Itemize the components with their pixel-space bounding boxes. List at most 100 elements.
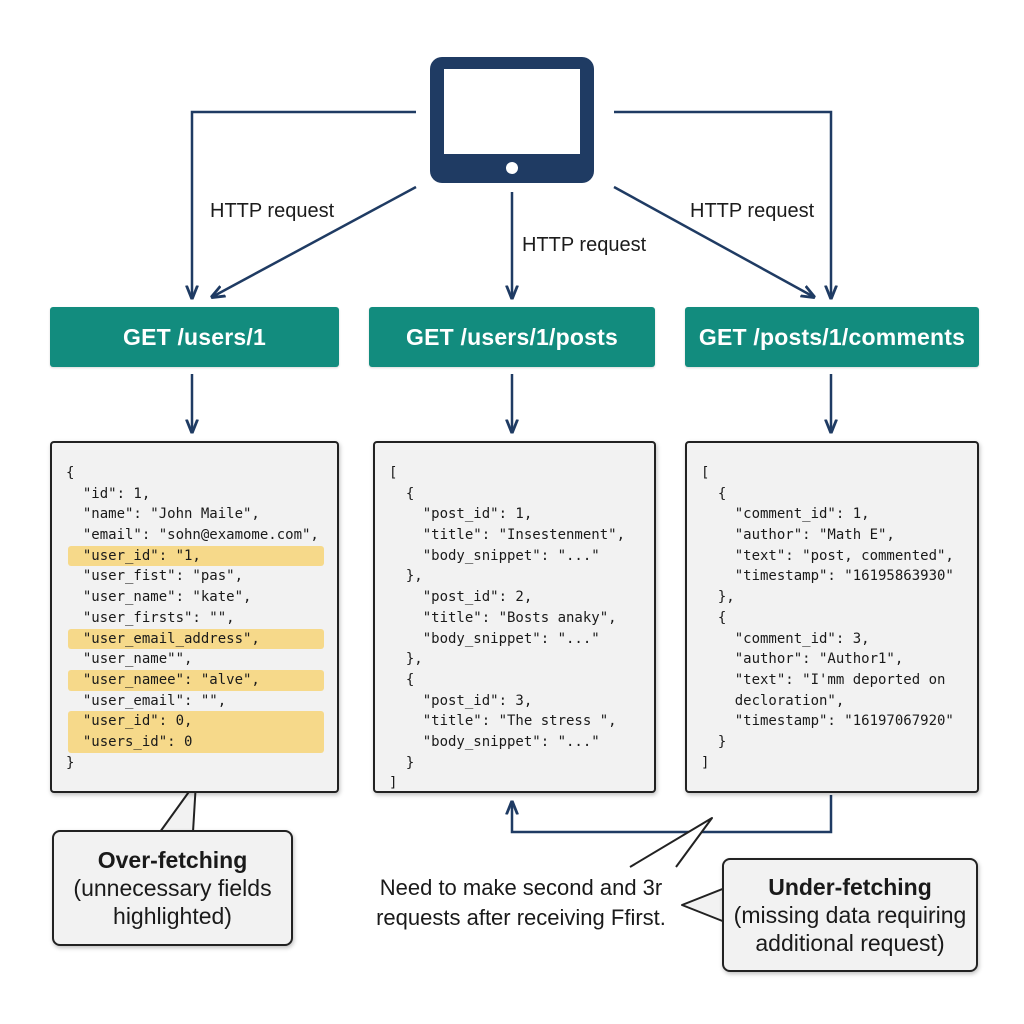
code-line-highlighted: "user_id": "1, (66, 545, 329, 567)
over-fetching-callout: Over-fetching (unnecessary fields highli… (52, 830, 293, 946)
code-line: }, (701, 587, 969, 608)
code-line-text: "comment_id": 1, (701, 506, 870, 523)
code-line: ] (389, 773, 646, 794)
code-line: "body_snippet": "..." (389, 732, 646, 753)
code-line-text: "body_snippet": "..." (389, 733, 600, 750)
code-line-text: "title": "Insestenment", (389, 527, 626, 544)
code-line: } (701, 732, 969, 753)
code-line: } (389, 753, 646, 774)
code-line: "post_id": 1, (389, 504, 646, 525)
under-fetching-title: Under-fetching (768, 874, 932, 900)
code-line-text: "body_snippet": "..." (389, 630, 600, 647)
code-line: "comment_id": 1, (701, 504, 969, 525)
code-line-text: "user_email": "", (66, 692, 227, 709)
code-line-highlighted: "users_id": 0 (66, 731, 329, 753)
code-line-text: "user_name": "kate", (66, 589, 252, 606)
code-line: "comment_id": 3, (701, 629, 969, 650)
code-line-text: decloration", (701, 692, 845, 709)
over-fetching-title: Over-fetching (97, 847, 248, 873)
code-line: { (701, 484, 969, 505)
endpoint-post-comments[interactable]: GET /posts/1/comments (685, 307, 979, 367)
code-line: "user_fist": "pas", (66, 566, 329, 587)
code-line: "email": "sohn@examome.com", (66, 525, 329, 546)
comments-json-body: [ { "comment_id": 1, "author": "Math E",… (701, 463, 969, 773)
posts-json-body: [ { "post_id": 1, "title": "Insestenment… (389, 463, 646, 794)
arrow-left-outer (192, 110, 416, 298)
code-line-text: "timestamp": "16195863930" (701, 568, 954, 585)
note-tail (629, 817, 713, 868)
code-line-text: "post_id": 3, (389, 692, 533, 709)
code-line: "user_email": "", (66, 691, 329, 712)
under-fetching-tail (681, 887, 726, 923)
code-line-highlighted: "user_email_address", (66, 628, 329, 650)
code-line-text: } (701, 733, 727, 750)
code-line-text: "title": "Bosts anaky", (389, 609, 617, 626)
under-fetching-desc-1: (missing data requiring (733, 902, 967, 928)
note-line-1: Need to make second and 3r (379, 875, 663, 900)
http-request-label-center: HTTP request (522, 234, 647, 256)
code-line-text: "email": "sohn@examome.com", (66, 527, 319, 544)
code-line-text: "post_id": 2, (389, 589, 533, 606)
code-line-text: [ (701, 465, 710, 481)
code-line-text: "user_email_address", (66, 630, 260, 647)
followup-request-note: Need to make second and 3r requests afte… (352, 873, 690, 933)
http-request-label-left: HTTP request (210, 200, 335, 222)
code-line: }, (389, 566, 646, 587)
code-line-text: "name": "John Maile", (66, 506, 260, 523)
arrow-left-diagonal (212, 185, 417, 297)
code-line-text: }, (701, 589, 735, 606)
code-line: "post_id": 2, (389, 587, 646, 608)
endpoint-user-posts[interactable]: GET /users/1/posts (369, 307, 655, 367)
code-line-text: "user_id": "1, (66, 547, 201, 564)
code-line: "name": "John Maile", (66, 504, 329, 525)
code-line-text: }, (389, 651, 423, 668)
code-line-text: } (66, 754, 75, 771)
code-line-text: { (66, 465, 75, 481)
code-line: "text": "I'mm deported on (701, 670, 969, 691)
code-line: { (66, 463, 329, 484)
code-line-text: "body_snippet": "..." (389, 547, 600, 564)
code-line-text: "timestamp": "16197067920" (701, 713, 954, 730)
code-line-text: } (389, 754, 415, 771)
http-request-label-right: HTTP request (690, 200, 815, 222)
code-line-text: "user_namee": "alve", (66, 671, 260, 688)
code-line-highlighted: "user_id": 0, (66, 711, 329, 732)
arrow-right-outer (614, 110, 831, 298)
code-line-text: ] (701, 754, 710, 771)
over-fetching-desc-1: (unnecessary fields (73, 875, 272, 901)
over-fetching-desc-2: highlighted) (113, 903, 232, 929)
code-line: "text": "post, commented", (701, 546, 969, 567)
code-line-text: "comment_id": 3, (701, 630, 870, 647)
code-line-text: "post_id": 1, (389, 506, 533, 523)
under-fetching-desc-2: additional request) (755, 930, 945, 956)
code-line: { (701, 608, 969, 629)
code-line-text: "user_fist": "pas", (66, 568, 244, 585)
code-line-text: "id": 1, (66, 485, 151, 502)
endpoint-users[interactable]: GET /users/1 (50, 307, 339, 367)
code-line-text: "author": "Math E", (701, 527, 895, 544)
code-line-text: "user_firsts": "", (66, 609, 235, 626)
code-line: "author": "Math E", (701, 525, 969, 546)
note-line-2: requests after receiving Ffirst. (376, 905, 666, 930)
code-line-text: { (389, 485, 415, 502)
code-line: "timestamp": "16195863930" (701, 566, 969, 587)
arrow-followup-request (512, 795, 833, 834)
code-line: decloration", (701, 691, 969, 712)
code-line-text: "user_name"", (66, 651, 193, 668)
code-line-text: "text": "post, commented", (701, 547, 954, 564)
code-line: } (66, 753, 329, 774)
code-line-text: "user_id": 0, (66, 713, 193, 730)
code-line: { (389, 670, 646, 691)
response-comments-json: [ { "comment_id": 1, "author": "Math E",… (685, 441, 979, 793)
code-line: "author": "Author1", (701, 649, 969, 670)
code-line-text: "author": "Author1", (701, 651, 904, 668)
under-fetching-callout: Under-fetching (missing data requiring a… (722, 858, 978, 972)
code-line: [ (701, 463, 969, 484)
code-line-text: { (389, 671, 415, 688)
code-line: ] (701, 753, 969, 774)
code-line: "body_snippet": "..." (389, 629, 646, 650)
arrow-endpoint-to-response (192, 374, 831, 432)
code-line: "user_firsts": "", (66, 608, 329, 629)
arrow-right-diagonal (613, 185, 814, 297)
